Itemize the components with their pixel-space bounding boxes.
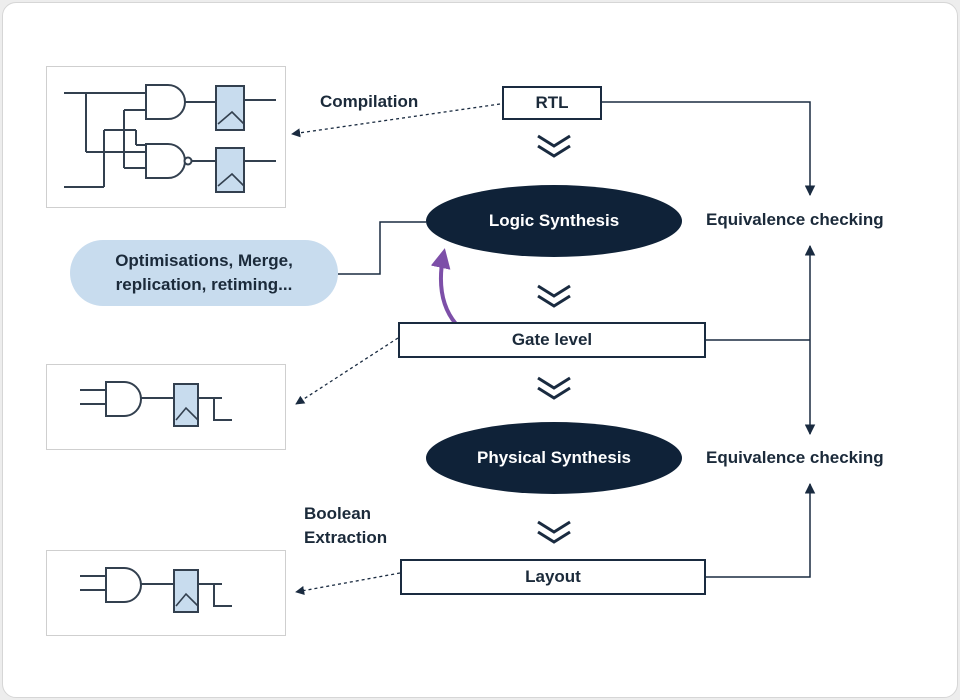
schematic-frame-rtl — [46, 66, 286, 208]
optimisations-line-2: replication, retiming... — [115, 275, 293, 294]
layout-node: Layout — [400, 559, 706, 595]
boolean-extraction-label-line-1: Boolean — [304, 504, 372, 523]
equivalence-checking-label-bottom: Equivalence checking — [706, 448, 884, 467]
boolean-extraction-label-line-2: Extraction — [304, 528, 388, 547]
equivalence-connectors — [338, 101, 816, 578]
schematic-layout — [80, 567, 232, 607]
equivalence-checking-label-top: Equivalence checking — [706, 210, 884, 229]
feedback-arrow — [430, 248, 458, 326]
chevron-down-icon — [537, 284, 571, 308]
rtl-node: RTL — [502, 86, 602, 120]
schematic-gate-level — [80, 381, 232, 421]
chevron-down-icon — [537, 376, 571, 400]
chevron-down-icon — [537, 520, 571, 544]
dotted-arrows — [291, 103, 501, 596]
optimisations-pill: Optimisations, Merge, replication, retim… — [70, 240, 338, 306]
schematic-frame-gate-level — [46, 364, 286, 450]
schematic-rtl — [64, 84, 276, 188]
optimisations-line-1: Optimisations, Merge, — [115, 251, 293, 270]
flip-flop-icon — [215, 147, 245, 193]
flip-flop-icon — [173, 569, 199, 613]
schematic-frame-layout — [46, 550, 286, 636]
flip-flop-icon — [173, 383, 199, 427]
physical-synthesis-node: Physical Synthesis — [426, 422, 682, 494]
logic-synthesis-node: Logic Synthesis — [426, 185, 682, 257]
chevron-down-icon — [537, 134, 571, 158]
gate-level-node: Gate level — [398, 322, 706, 358]
flip-flop-icon — [215, 85, 245, 131]
compilation-label: Compilation — [320, 92, 419, 111]
